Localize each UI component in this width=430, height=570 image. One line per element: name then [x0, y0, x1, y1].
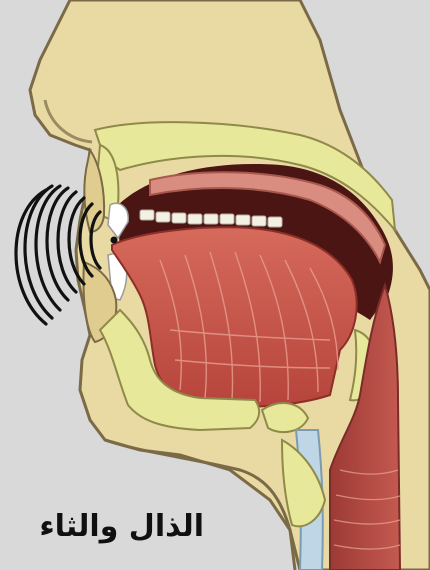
tongue-tip-contact-point	[111, 237, 118, 244]
diagram-caption: الذال والثاء	[14, 505, 204, 549]
